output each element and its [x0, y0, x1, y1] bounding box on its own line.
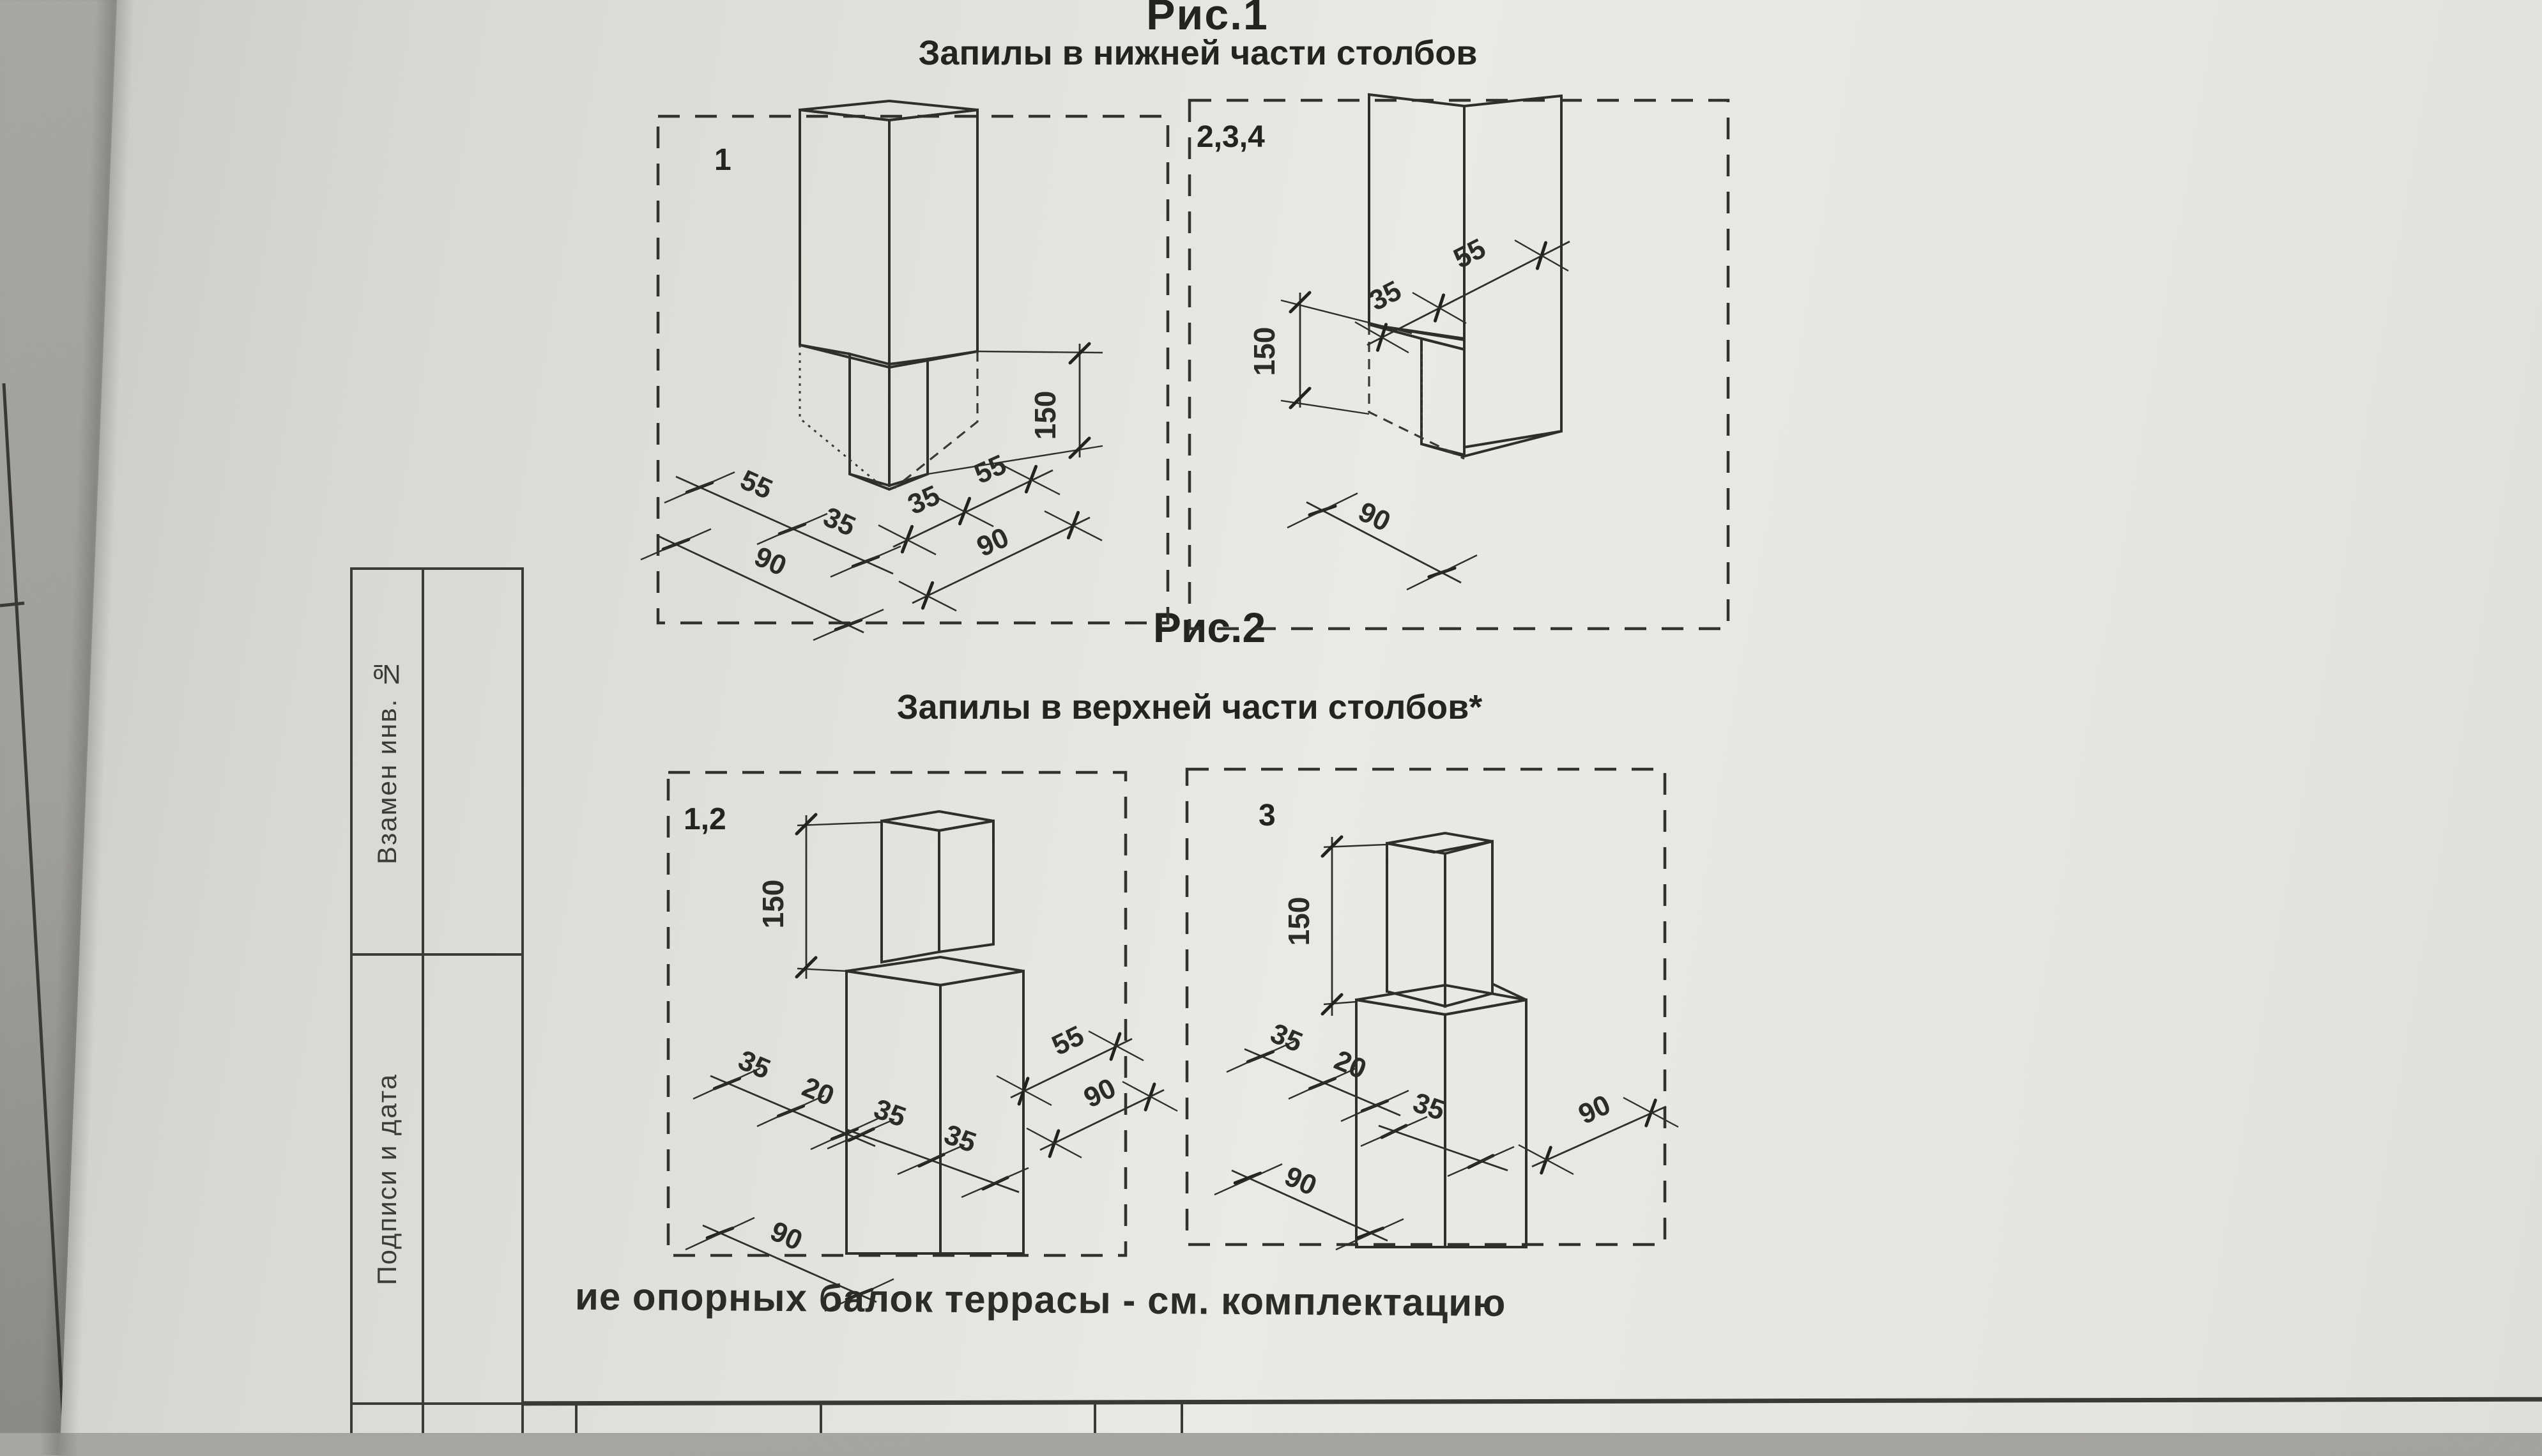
title-block-divider-2 [820, 1404, 822, 1433]
dim-base-90-right: 90 [1518, 1089, 1679, 1176]
post-right-face [939, 969, 1025, 1255]
dims-left: 55 35 90 [640, 464, 901, 641]
post-left-face [799, 108, 891, 369]
dim-base-90: 90 [1287, 492, 1478, 591]
dim-height-150: 150 [756, 815, 881, 979]
fig2-subtitle: Запилы в верхней части столбов* [896, 688, 1483, 726]
dim-55-left-label: 55 [736, 464, 777, 505]
fig2-variant3-tag: 3 [1259, 799, 1276, 832]
dim-90-right-label: 90 [1573, 1089, 1615, 1130]
hidden-cut-outline [1368, 325, 1465, 460]
fig1-variant234-diagram: 2,3,4 150 35 55 90 [1188, 93, 1730, 631]
title-block-side-column: Взамен инв. № Подписи и дата [350, 567, 524, 1433]
footnote-text: ие опорных балок террасы - см. комплекта… [574, 1275, 1506, 1324]
tenon-top-face [881, 809, 994, 832]
dims-right: 35 55 90 [878, 448, 1103, 612]
dim-35-label: 35 [1364, 275, 1406, 317]
dim-35-mid-label: 35 [1409, 1087, 1449, 1126]
tenon-top-face [1386, 831, 1493, 854]
fig2-variant12-tag: 1,2 [684, 802, 726, 836]
hidden-cut-left [799, 345, 885, 490]
dim-55-label: 55 [1448, 233, 1490, 275]
dims-cut-35-55: 35 55 [1354, 233, 1570, 354]
post-right-face [888, 108, 979, 369]
dim-height-150: 150 [1248, 293, 1413, 415]
dim-150-label: 150 [1282, 897, 1315, 946]
title-block-divider-4 [1181, 1404, 1183, 1433]
fig1-variant1-diagram: 1 150 55 35 90 [640, 99, 1170, 641]
title-block-divider-3 [1094, 1404, 1096, 1433]
stamp-cell-podpisi: Подписи и дата [353, 956, 422, 1402]
post-top-face [846, 955, 1024, 987]
dim-35-right-label: 35 [903, 479, 945, 521]
post-with-top-center-tenon [845, 809, 1025, 1255]
dim-55-right-label: 55 [1047, 1020, 1089, 1062]
dim-90-label: 90 [1354, 496, 1395, 538]
dim-150-label: 150 [1029, 391, 1062, 440]
stamp-label-vzamen: Взамен инв. № [372, 658, 402, 865]
stamp-divider [422, 570, 424, 1433]
fig1-variant1-dashed-border [656, 114, 1170, 625]
post-right-face [1444, 998, 1527, 1248]
stamp-row-divider-1 [353, 953, 521, 956]
fig2-title: Рис.2 [1152, 604, 1266, 651]
post-with-top-offset-tenon [1355, 831, 1527, 1248]
fig1-variant234-tag: 2,3,4 [1197, 120, 1265, 154]
stamp-label-podpisi: Подписи и дата [372, 1073, 402, 1285]
post-with-center-tenon [799, 99, 979, 491]
stub-left-face [1420, 337, 1466, 457]
tenon-left-face [880, 819, 940, 964]
dims-left-35-20: 35 20 [1226, 1018, 1409, 1123]
fig2-variant12-dashed-border [666, 770, 1128, 1257]
dim-height-150: 150 [927, 344, 1103, 475]
dims-left-35-20: 35 20 [693, 1045, 878, 1151]
post-with-corner-notch [1368, 93, 1563, 460]
fig2-variant12-diagram: 1,2 150 35 20 35 35 [666, 770, 1178, 1312]
dim-mid-35: 35 [1360, 1087, 1515, 1177]
fig2-variant3-dashed-border [1185, 767, 1667, 1246]
tenon-right-face [938, 819, 995, 954]
dim-35-left-label: 35 [819, 501, 861, 542]
post-top-face [1356, 983, 1527, 1016]
fig2-variant3-diagram: 3 150 35 20 35 [1185, 767, 1679, 1251]
stamp-cell-vzamen: Взамен инв. № [353, 570, 422, 953]
fig1-variant1-tag: 1 [714, 143, 731, 177]
dim-base-90-left: 90 [1214, 1160, 1404, 1251]
dim-90-right-label: 90 [1079, 1072, 1121, 1114]
stamp-row-divider-2 [353, 1402, 521, 1405]
fig1-variant234-dashed-border [1188, 98, 1730, 631]
dims-mid-35-35: 35 35 [827, 1093, 1029, 1199]
tenon-right-face [1444, 839, 1494, 1008]
tenon-left-face [1386, 841, 1446, 1008]
dim-55-right-label: 55 [970, 448, 1011, 490]
dim-150-label: 150 [756, 880, 790, 929]
fig1-subtitle: Запилы в нижней части столбов [918, 34, 1478, 72]
fig1-title: Рис.1 [1146, 0, 1269, 39]
dim-90-left-label: 90 [750, 540, 792, 582]
dim-90-left-label: 90 [766, 1215, 808, 1257]
dim-height-150: 150 [1282, 837, 1386, 1016]
title-block-divider-1 [575, 1404, 578, 1433]
hidden-cut-right [894, 351, 979, 489]
dim-150-label: 150 [1248, 327, 1281, 376]
